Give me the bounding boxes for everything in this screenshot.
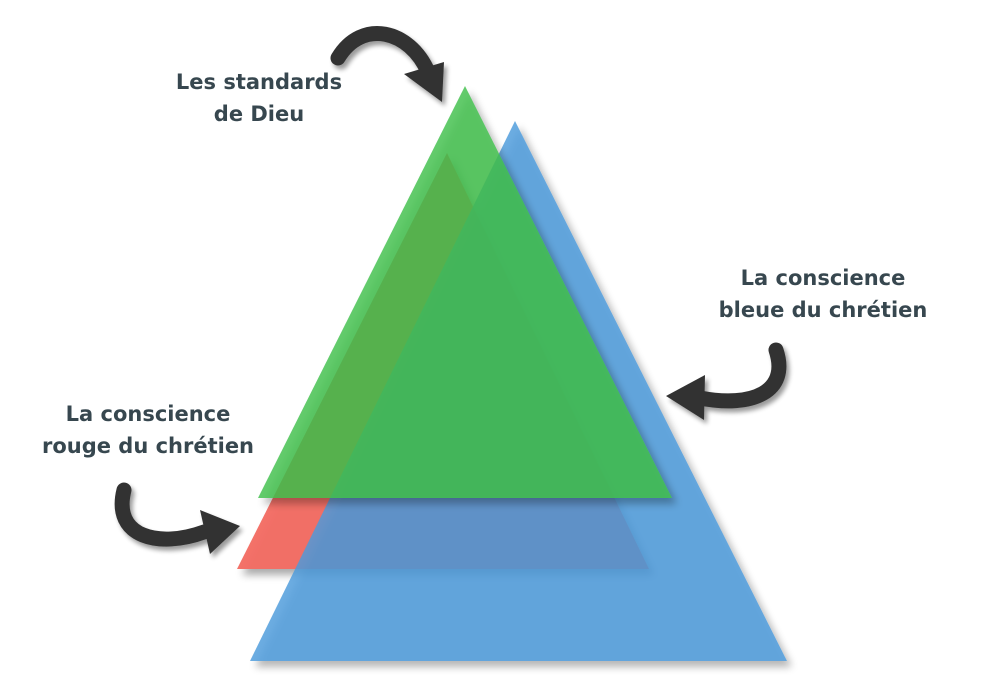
- blue-conscience-label-line2: bleue du chrétien: [718, 298, 928, 322]
- red-conscience-label: La conscience rouge du chrétien: [18, 398, 278, 462]
- gods-standards-label-line1: Les standards: [175, 70, 343, 94]
- curved-arrow-icon: [330, 26, 444, 102]
- blue-conscience-label-line1: La conscience: [740, 266, 906, 290]
- red-conscience-label-line1: La conscience: [65, 402, 231, 426]
- gods-standards-triangle: [258, 86, 672, 498]
- gods-standards-label-line2: de Dieu: [213, 102, 305, 126]
- red-conscience-label-line2: rouge du chrétien: [41, 434, 255, 458]
- gods-standards-label: Les standards de Dieu: [150, 66, 368, 130]
- curved-arrow-icon: [114, 482, 240, 554]
- blue-conscience-label: La conscience bleue du chrétien: [698, 262, 948, 326]
- curved-arrow-icon: [666, 342, 787, 420]
